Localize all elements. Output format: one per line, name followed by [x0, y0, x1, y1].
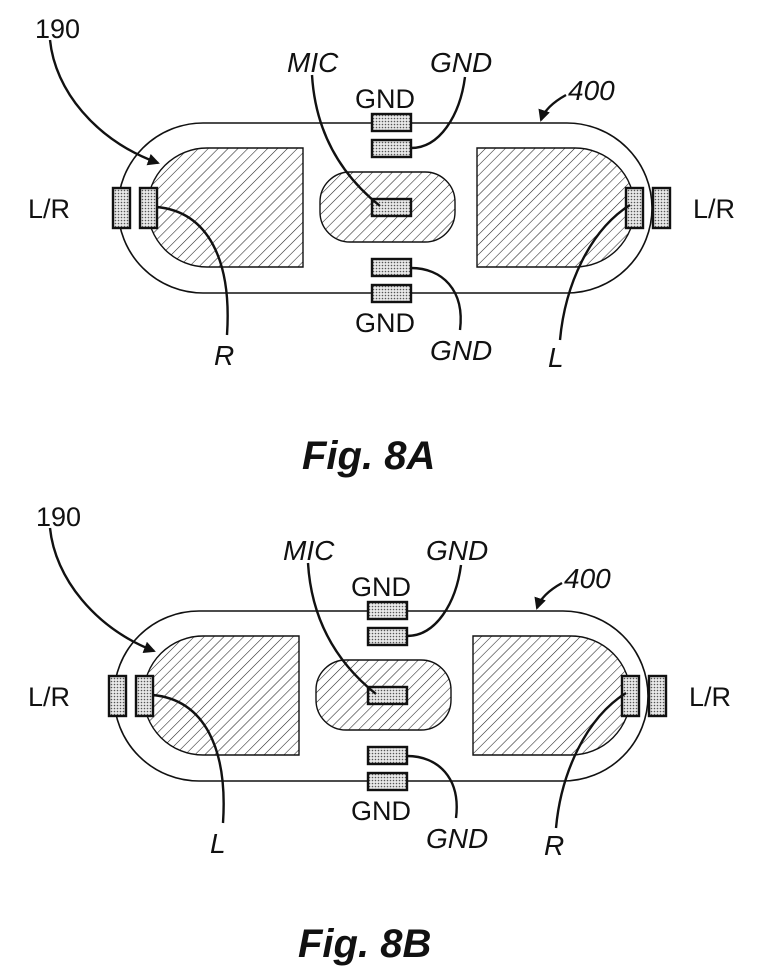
- gnd-bottom-label: GND: [355, 308, 415, 338]
- left-hatched-region: [146, 147, 304, 268]
- lr-left-label: L/R: [28, 194, 70, 224]
- gnd-top-contact-upper: [366, 600, 409, 621]
- l-label: L: [210, 828, 226, 859]
- lr-left-contact-outer: [111, 186, 132, 230]
- right-hatched-region: [476, 147, 636, 268]
- mic-leader: [310, 74, 381, 207]
- gnd-top-leader: [410, 76, 467, 150]
- ref-400-label: 400: [568, 75, 615, 106]
- lr-right-label: L/R: [693, 194, 735, 224]
- gnd-bottom-contact-upper: [366, 745, 409, 766]
- r-label: R: [214, 340, 234, 371]
- gnd-top-label: GND: [355, 84, 415, 114]
- gnd-top-italic-label: GND: [430, 47, 492, 78]
- gnd-bottom-contact-lower: [366, 771, 409, 792]
- l-contact-leader: [558, 203, 631, 341]
- ref-190-arrow: [48, 39, 160, 166]
- gnd-bottom-italic-label: GND: [426, 823, 488, 854]
- lr-right-contact-outer: [651, 186, 672, 230]
- lr-left-contact-outer: [107, 674, 128, 718]
- gnd-top-italic-label: GND: [426, 535, 488, 566]
- ref-190-arrow: [48, 527, 156, 653]
- r-contact-leader: [156, 205, 229, 336]
- lr-left-contact-inner: [138, 186, 159, 230]
- gnd-top-contact-lower: [366, 626, 409, 647]
- mic-contact: [370, 197, 413, 218]
- lr-right-contact-outer: [647, 674, 668, 718]
- lr-left-label: L/R: [28, 682, 70, 712]
- lr-right-label: L/R: [689, 682, 731, 712]
- gnd-bottom-leader: [406, 754, 458, 819]
- gnd-bottom-contact-lower: [370, 283, 413, 304]
- gnd-top-contact-lower: [370, 138, 413, 159]
- caption-8b: Fig. 8B: [298, 922, 431, 966]
- gnd-bottom-contact-upper: [370, 257, 413, 278]
- ref-190-label: 190: [36, 502, 81, 532]
- figure-8a: 190 400 MIC GND GND GND GND L/R L/R R L …: [28, 14, 735, 478]
- mic-contact: [366, 685, 409, 706]
- mic-leader: [306, 562, 377, 695]
- gnd-bottom-label: GND: [351, 796, 411, 826]
- lr-left-contact-inner: [134, 674, 155, 718]
- gnd-top-label: GND: [351, 572, 411, 602]
- ref-400-arrow: [538, 93, 567, 122]
- right-hatched-region: [472, 635, 632, 756]
- mic-label: MIC: [283, 535, 335, 566]
- ref-400-arrow: [534, 581, 563, 610]
- r-label: R: [544, 830, 564, 861]
- ref-400-label: 400: [564, 563, 611, 594]
- gnd-bottom-italic-label: GND: [430, 335, 492, 366]
- lr-right-contact-inner: [620, 674, 641, 718]
- gnd-bottom-leader: [410, 266, 462, 331]
- gnd-top-leader: [406, 564, 463, 638]
- figure-8b: 190 400 MIC GND GND GND GND L/R L/R L R …: [28, 502, 731, 966]
- mic-label: MIC: [287, 47, 339, 78]
- ref-190-label: 190: [35, 14, 80, 44]
- gnd-top-contact-upper: [370, 112, 413, 133]
- lr-right-contact-inner: [624, 186, 645, 230]
- l-label: L: [548, 342, 564, 373]
- r-contact-leader: [554, 691, 627, 829]
- left-hatched-region: [142, 635, 300, 756]
- l-contact-leader: [152, 693, 225, 824]
- caption-8a: Fig. 8A: [302, 434, 435, 478]
